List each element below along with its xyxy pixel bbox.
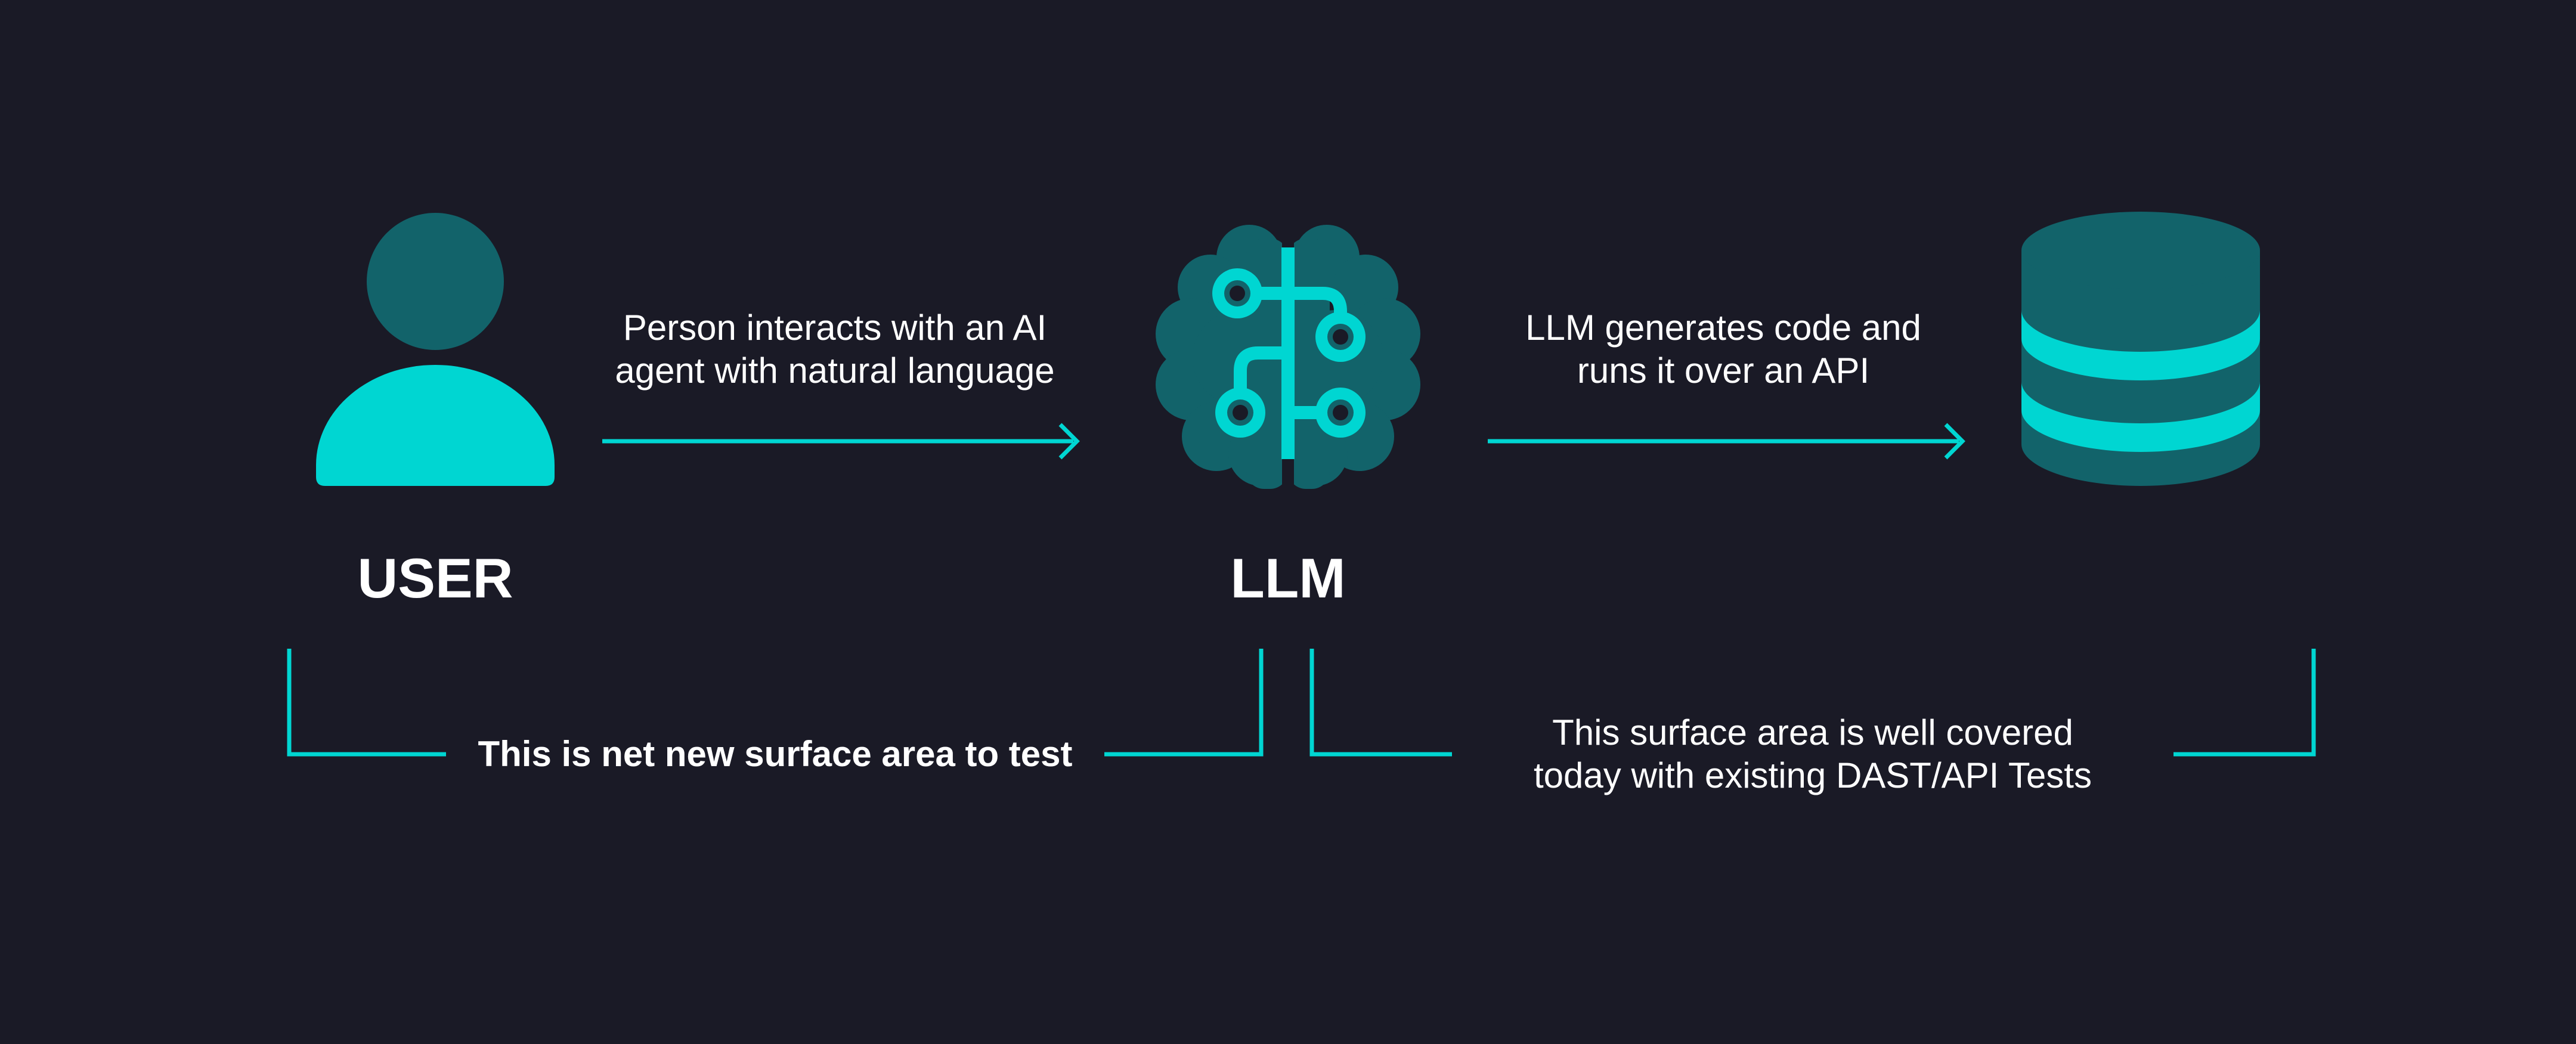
edge-label-user-to-llm-line2: agent with natural language <box>615 351 1055 391</box>
bracket-right <box>1309 649 2316 757</box>
edge-label-user-to-llm-line1: Person interacts with an AI <box>623 308 1047 348</box>
edge-label-llm-to-database: LLM generates code and runs it over an A… <box>1425 306 2021 392</box>
node-label-llm: LLM <box>1230 547 1346 609</box>
bracket-left-text: This is net new surface area to test <box>478 734 1073 774</box>
bracket-right-text-line1: This surface area is well covered <box>1552 712 2073 752</box>
database-icon <box>2021 212 2260 486</box>
bracket-right-text: This surface area is well covered today … <box>1455 711 2171 797</box>
edge-label-llm-to-database-line2: runs it over an API <box>1577 351 1870 391</box>
edge-label-llm-to-database-line1: LLM generates code and <box>1525 308 1921 348</box>
edge-label-user-to-llm: Person interacts with an AI agent with n… <box>537 306 1133 392</box>
arrow-llm-to-database <box>1488 423 1965 460</box>
bracket-left <box>287 649 1264 757</box>
node-label-user: USER <box>357 547 513 609</box>
arrow-user-to-llm <box>602 423 1080 460</box>
user-icon <box>316 213 555 486</box>
brain-circuit-icon <box>1156 225 1420 489</box>
bracket-right-text-line2: today with existing DAST/API Tests <box>1534 755 2092 795</box>
